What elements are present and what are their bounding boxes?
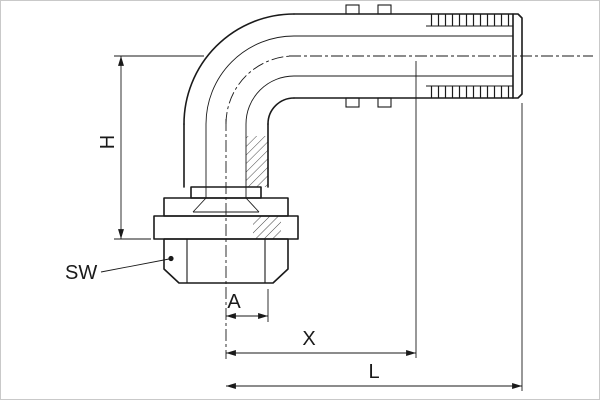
elbow-bore-arcs — [205, 35, 295, 125]
centerlines — [225, 55, 593, 359]
horizontal-bore-walls — [294, 35, 513, 77]
dimension-x: X — [226, 61, 417, 358]
elbow-inner-arc — [267, 97, 295, 125]
elbow-outer-arc — [183, 13, 295, 125]
dimension-h: H — [97, 55, 204, 240]
hose-stop-collar — [345, 97, 360, 108]
dimension-a: A — [226, 289, 269, 322]
hose-stop-collar — [345, 4, 360, 15]
dimension-label-x: X — [302, 328, 315, 350]
hose-tail — [293, 4, 523, 108]
section-hatching — [246, 136, 281, 239]
wrench-size-label: SW — [65, 262, 97, 284]
elbow-centerline-arc — [225, 55, 295, 125]
barb-serrations-top — [429, 14, 513, 26]
sw-leader-line — [100, 258, 170, 273]
dimension-label-a: A — [227, 291, 241, 313]
dimension-label-h: H — [97, 135, 119, 149]
dimension-l: L — [226, 103, 523, 391]
hatch-nipple-wall — [246, 136, 268, 187]
dimension-label-l: L — [368, 361, 379, 383]
hose-stop-collar — [377, 4, 392, 15]
hose-stop-collar — [377, 97, 392, 108]
vertical-bore-walls — [205, 124, 247, 198]
nut-lower-body — [163, 238, 289, 284]
sw-reference-dot — [168, 255, 174, 262]
vertical-tube-walls — [183, 123, 269, 188]
barb-serrations-bottom — [429, 86, 513, 98]
hatch-nut-section — [253, 216, 281, 239]
serration-root-lines — [426, 25, 513, 87]
elbow-body — [183, 13, 295, 188]
bore-lines — [192, 35, 513, 213]
sw-callout: SW — [65, 258, 170, 284]
hex-flat-edges — [186, 239, 266, 283]
